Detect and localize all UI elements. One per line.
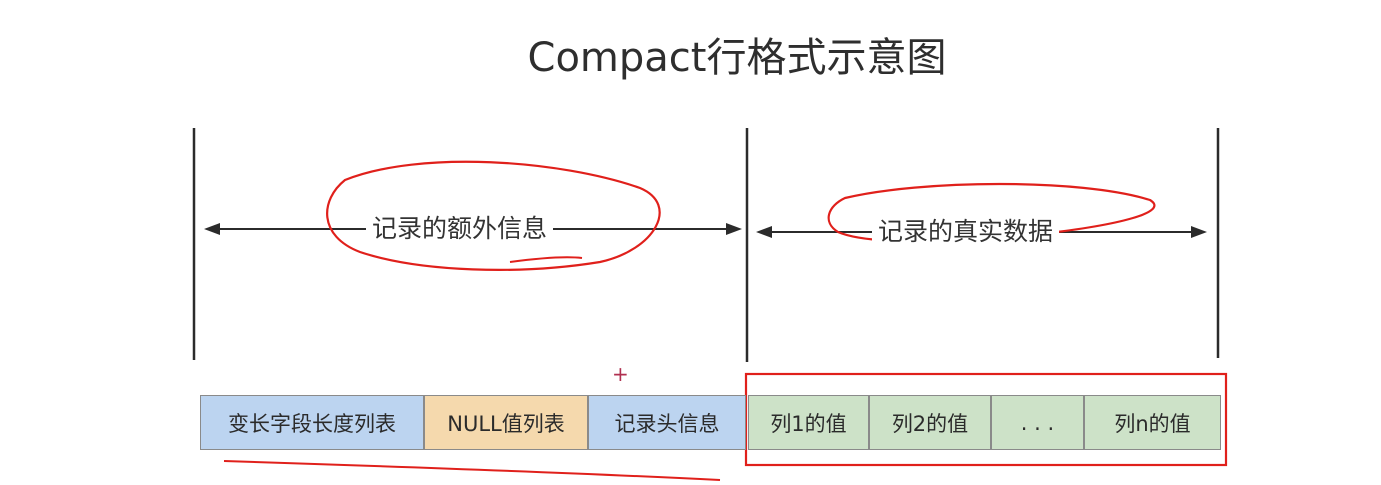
crosshair-icon: +: [612, 362, 629, 386]
extra-info-arrow-left-head: [204, 223, 220, 235]
cell-column-2-value: 列2的值: [869, 395, 991, 450]
diagram-title: Compact行格式示意图: [527, 35, 947, 81]
cell-record-header: 记录头信息: [588, 395, 746, 450]
cell-column-1-value: 列1的值: [748, 395, 869, 450]
annotation-tail-extra-info: [509, 256, 583, 263]
annotation-ellipse-real-data: [827, 182, 1156, 243]
extra-info-label: 记录的额外信息: [366, 213, 554, 245]
cell-column-n-value: 列n的值: [1084, 395, 1221, 450]
cell-variable-length-list: 变长字段长度列表: [200, 395, 424, 450]
cell-null-list: NULL值列表: [424, 395, 588, 450]
real-data-arrow-right-head: [1191, 226, 1207, 238]
real-data-arrow-left-head: [756, 226, 772, 238]
extra-info-arrow-right-head: [726, 223, 742, 235]
real-data-label: 记录的真实数据: [872, 216, 1060, 248]
annotation-box-real-data: [744, 372, 1228, 467]
annotation-ellipse-extra-info: [326, 160, 661, 271]
annotation-underline-extra-info: [223, 460, 721, 481]
cell-ellipsis: . . .: [991, 395, 1084, 450]
